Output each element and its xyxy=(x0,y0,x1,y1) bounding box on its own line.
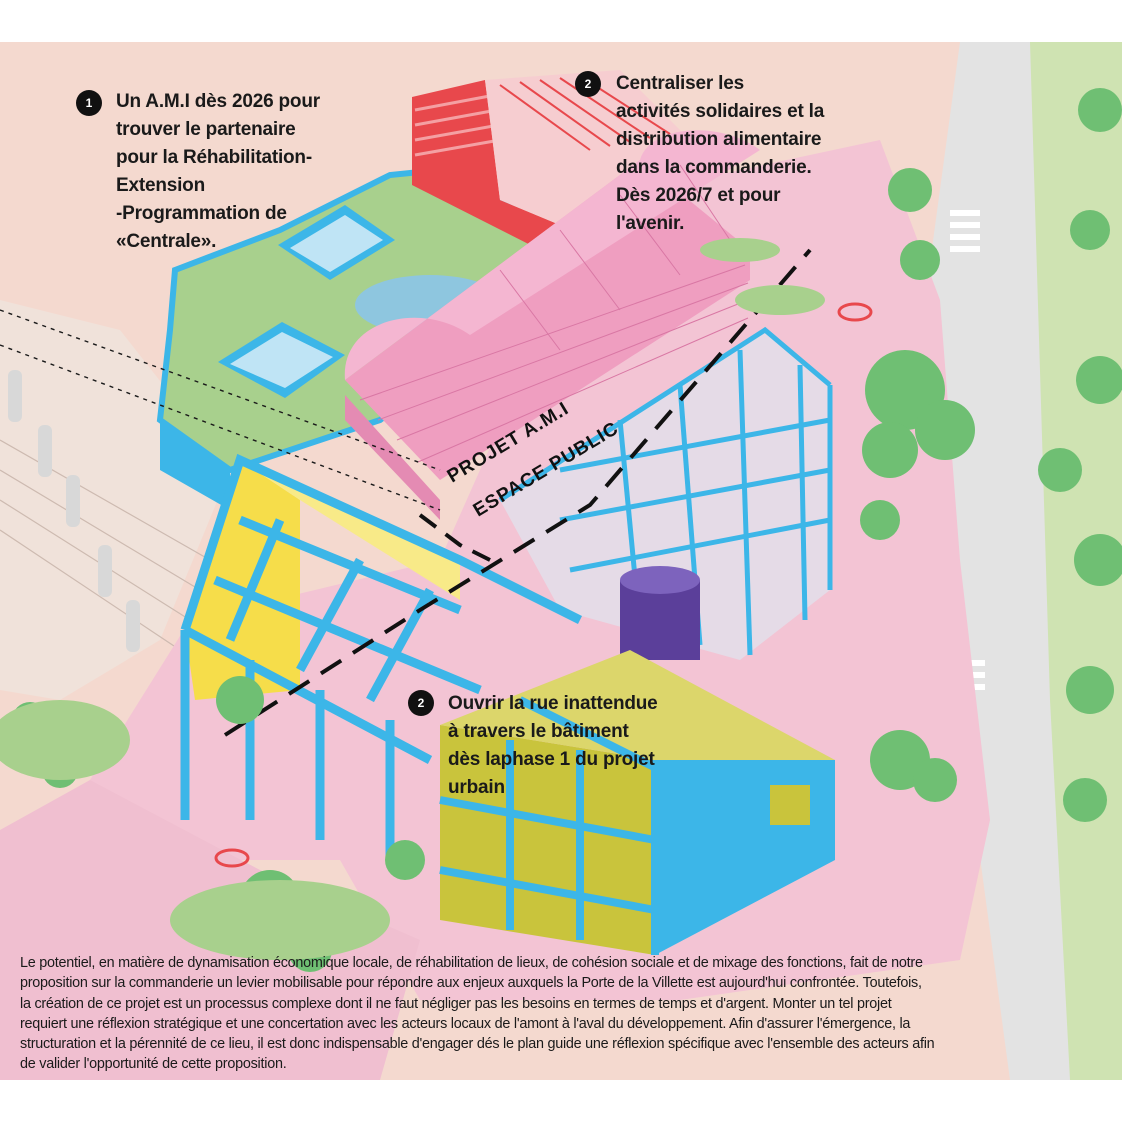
project-boundary xyxy=(223,248,812,737)
red-building-roof xyxy=(485,70,700,225)
annotation-3-text: Ouvrir la rue inattendue à travers le bâ… xyxy=(448,690,658,802)
caption-line: la création de ce projet est un processu… xyxy=(20,995,892,1012)
annotation-line: Centraliser les xyxy=(616,73,744,94)
annotation-line: urbain xyxy=(448,777,505,798)
annotation-3-badge: 2 xyxy=(408,690,434,716)
annotation-line: dans la commanderie. xyxy=(616,157,812,178)
bollards xyxy=(8,370,140,652)
skylight-boxes xyxy=(218,205,395,398)
yellow-wall-top xyxy=(240,460,460,600)
annotation-2-text: Centraliser les activités solidaires et … xyxy=(616,70,824,238)
caption-paragraph: Le potentiel, en matière de dynamisation… xyxy=(20,953,1100,1075)
commanderie-vault xyxy=(344,130,760,380)
annotation-line: Ouvrir la rue inattendue xyxy=(448,693,658,714)
annotation-1-text: Un A.M.I dès 2026 pour trouver le parten… xyxy=(116,88,320,256)
annotation-1-badge: 1 xyxy=(76,90,102,116)
caption-line: proposition sur la commanderie un levier… xyxy=(20,975,922,992)
annotation-line: Dès 2026/7 et pour xyxy=(616,185,781,206)
main-frame-left xyxy=(180,453,583,860)
round-benches xyxy=(214,302,873,868)
annotation-2-badge: 2 xyxy=(575,71,601,97)
red-building-side xyxy=(412,80,560,260)
block-window xyxy=(770,785,810,825)
annotation-line: Extension xyxy=(116,175,205,196)
hedges xyxy=(0,238,825,960)
commanderie-grid xyxy=(359,164,749,463)
caption-line: de valider l'opportunité de cette propos… xyxy=(20,1056,287,1073)
caption-line: Le potentiel, en matière de dynamisation… xyxy=(20,955,923,971)
red-roof-stripes xyxy=(414,93,501,157)
olive-block-top xyxy=(440,650,835,760)
annotation-line: trouver le partenaire xyxy=(116,119,296,140)
annotation-line: dès laphase 1 du projet xyxy=(448,749,655,770)
annotation-line: activités solidaires et la xyxy=(616,101,825,122)
annotation-line: distribution alimentaire xyxy=(616,129,822,150)
roof-stripes xyxy=(499,75,671,151)
boundary-lines xyxy=(0,309,441,511)
commanderie-front xyxy=(345,160,750,480)
project-boundary-vertical xyxy=(418,513,491,562)
olive-block-frame xyxy=(439,696,722,955)
annotation-line: pour la Réhabilitation- xyxy=(116,147,312,168)
annotation-line: à travers le bâtiment xyxy=(448,721,629,742)
rail-lines xyxy=(0,439,211,651)
caption-line: structuration et la pérennité de ce lieu… xyxy=(20,1036,935,1053)
annotation-line: «Centrale». xyxy=(116,231,217,252)
water-tank-top xyxy=(620,566,700,594)
caption-line: requiert une réflexion stratégique et un… xyxy=(20,1015,911,1032)
commanderie-side xyxy=(345,395,440,520)
yellow-wall-left xyxy=(185,460,300,700)
frame-grid-right xyxy=(498,326,833,656)
terrace-lower-wall xyxy=(160,420,230,510)
annotation-line: -Programmation de xyxy=(116,203,287,224)
annotation-line: Un A.M.I dès 2026 pour xyxy=(116,91,320,112)
annotation-line: l'avenir. xyxy=(616,213,685,234)
